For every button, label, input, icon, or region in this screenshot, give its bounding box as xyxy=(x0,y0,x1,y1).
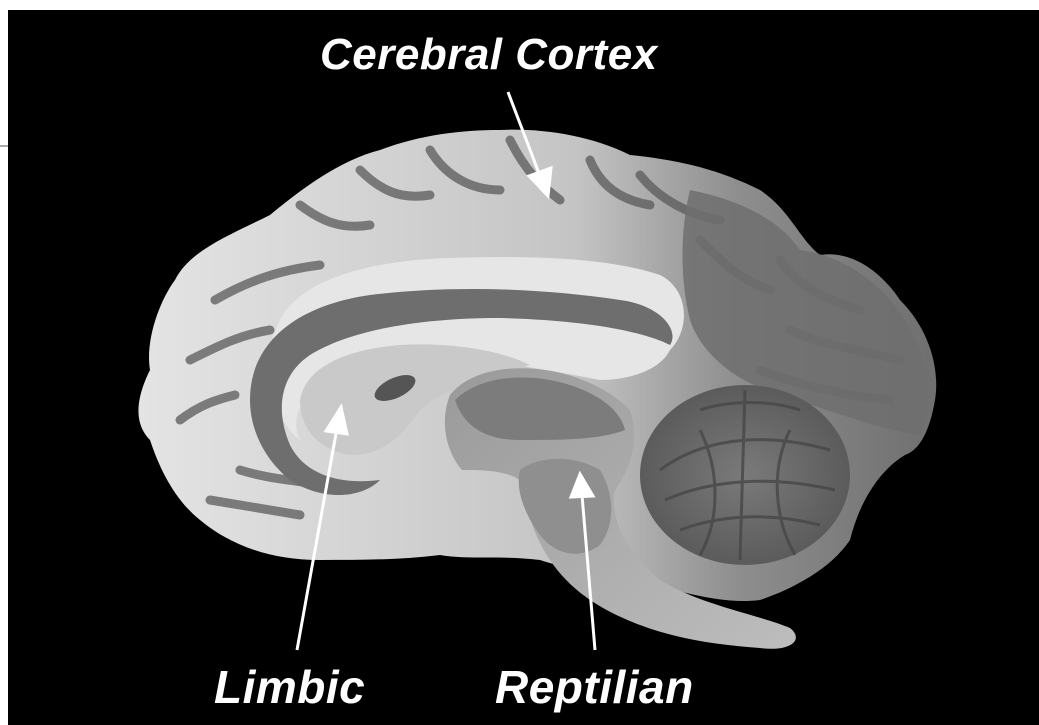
label-cerebral-cortex: Cerebral Cortex xyxy=(320,30,658,80)
label-limbic: Limbic xyxy=(214,660,365,714)
label-reptilian: Reptilian xyxy=(495,660,694,714)
